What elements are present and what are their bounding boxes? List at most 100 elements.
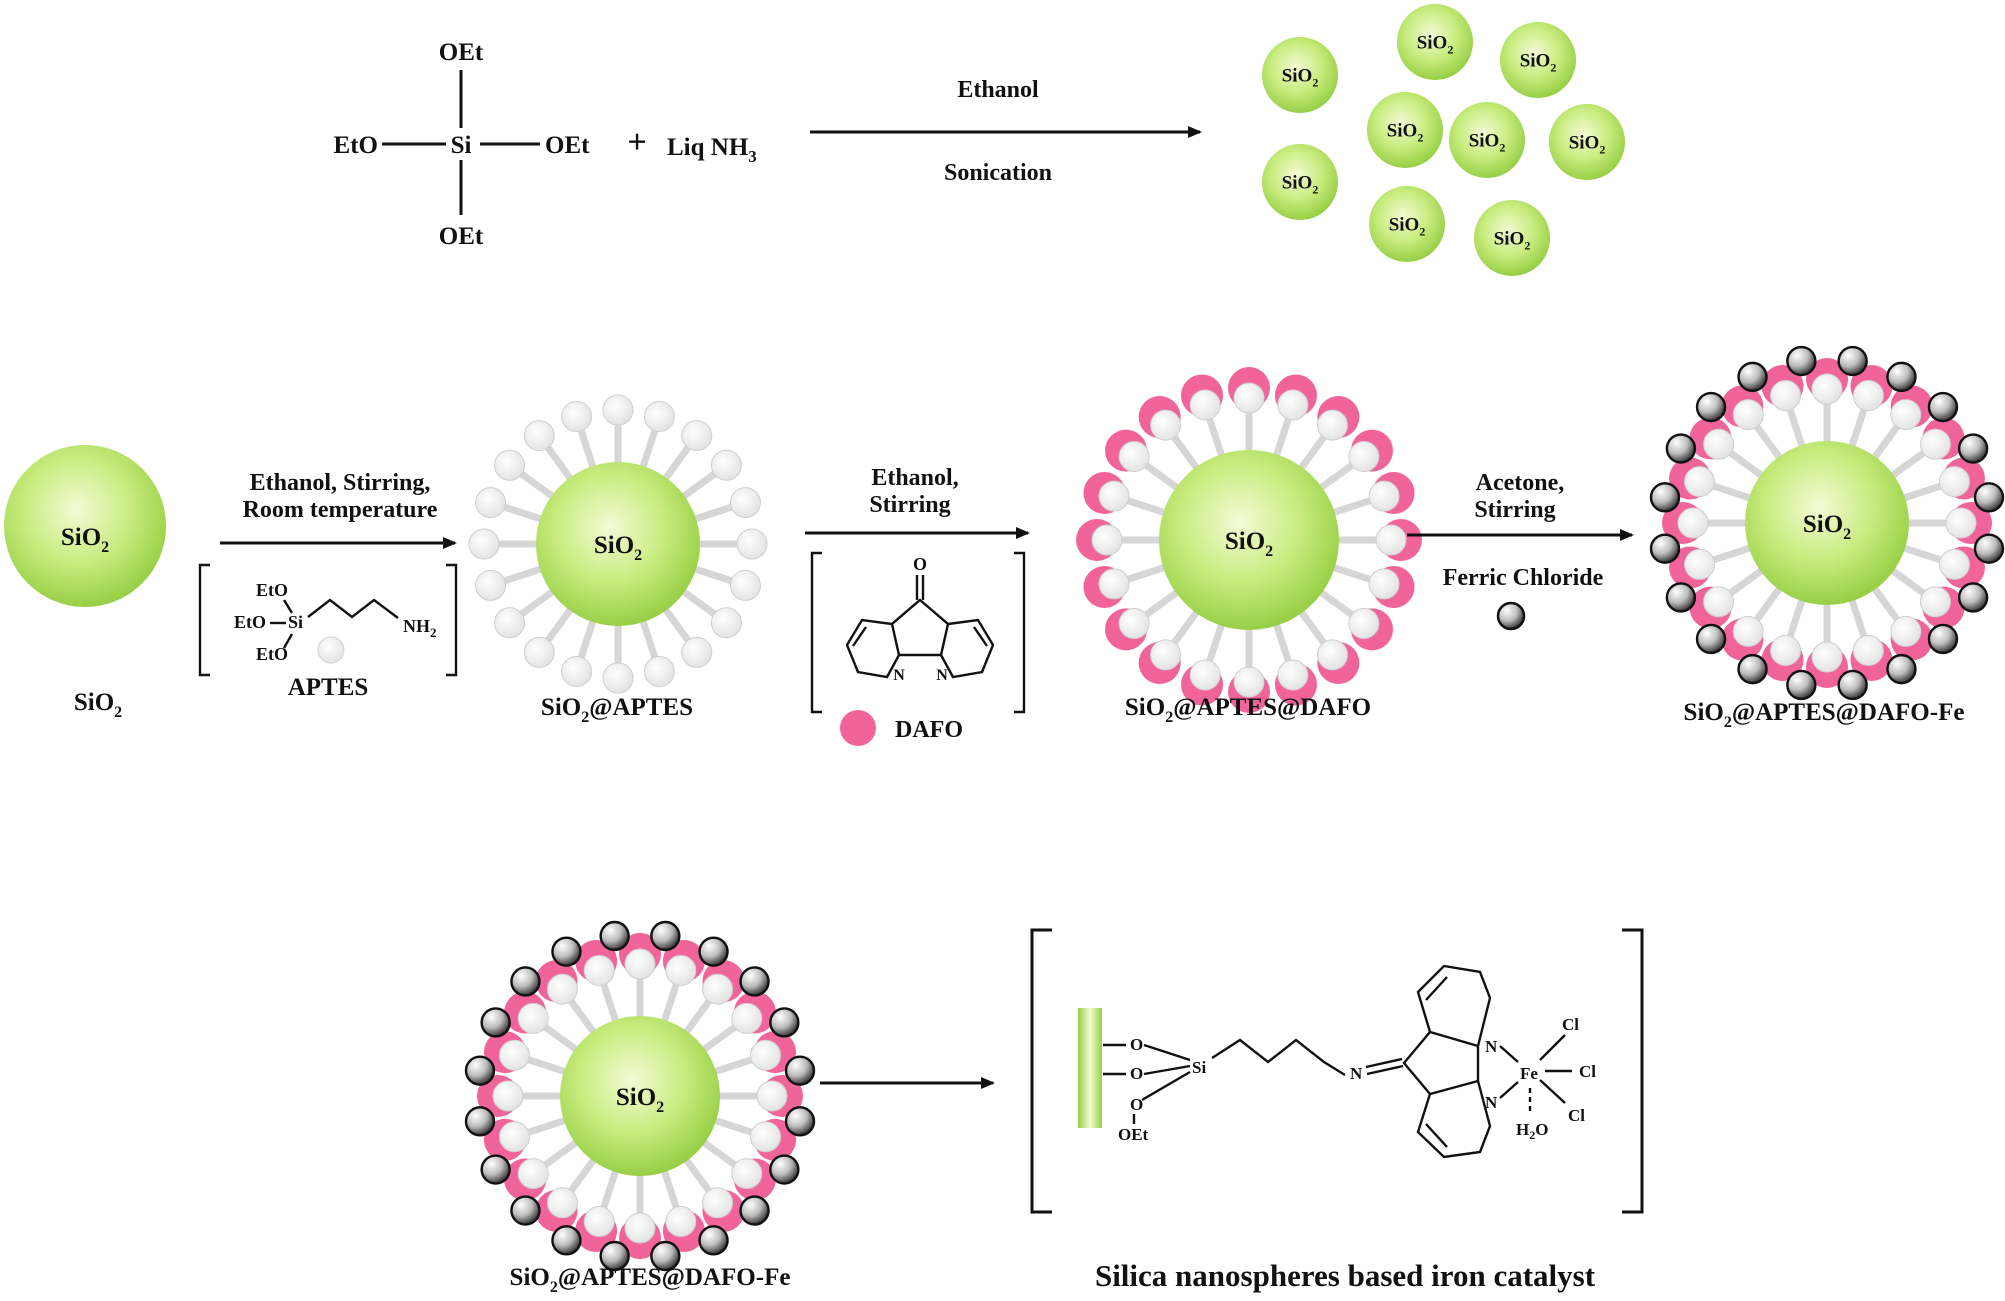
bare-silica-sphere	[4, 445, 166, 607]
silica-aptes-particle: SiO2	[468, 394, 768, 694]
nanosphere-1	[1262, 37, 1338, 113]
chloride-1: Cl	[1562, 1015, 1579, 1034]
iron-site	[480, 1007, 511, 1038]
nanosphere-6	[1549, 104, 1625, 180]
aptes-nh2: NH2	[403, 616, 437, 640]
cond-ethanol-2: Ethanol,	[871, 465, 958, 491]
surface-o-3: O	[1130, 1095, 1143, 1114]
dafo-legend-circle	[840, 710, 876, 746]
aptes-amine-bead	[583, 1206, 615, 1238]
silica-aptes-dafo-fe-caption-2: SiO2@APTES@DAFO-Fe	[510, 1264, 791, 1296]
aptes-amine-bead	[750, 1121, 782, 1153]
iron-site	[1973, 482, 2005, 513]
iron-site	[1957, 582, 1989, 613]
cond-acetone: Acetone,	[1476, 470, 1565, 496]
aptes-amine-bead	[1770, 634, 1802, 666]
aptes-amine-bead	[1316, 409, 1348, 441]
nanosphere-label: SiO2	[1389, 215, 1426, 239]
aptes-amine-bead	[729, 569, 761, 601]
silica-core	[1745, 441, 1909, 605]
aptes-amine-bead	[731, 1158, 763, 1190]
iron-site	[599, 920, 630, 952]
cond-stirring-3: Stirring	[1474, 497, 1555, 523]
iron-site	[1665, 582, 1697, 613]
aptes-amine-bead	[1938, 466, 1970, 498]
aptes-bead-legend	[317, 636, 345, 664]
cond-ferric-chloride: Ferric Chloride	[1443, 565, 1604, 591]
aptes-eto-2: EtO	[234, 612, 266, 632]
linker-si: Si	[1192, 1058, 1206, 1077]
aptes-amine-bead	[702, 1187, 734, 1219]
aptes-amine-bead	[546, 1187, 578, 1219]
cond-sonication: Sonication	[944, 160, 1052, 186]
fluorenylidene-core	[1402, 1030, 1480, 1096]
nanosphere-label: SiO2	[1387, 121, 1424, 145]
catalyst-structure: O O O OEt Si N N N Fe Cl Cl Cl H2O	[1030, 928, 1644, 1214]
aptes-amine-bead	[1703, 428, 1735, 460]
iron-site	[1927, 623, 1959, 655]
iron-site	[1927, 391, 1959, 423]
aptes-amine-bead	[561, 655, 593, 687]
aptes-amine-bead	[1277, 659, 1309, 691]
aptes-amine-bead	[1811, 373, 1843, 405]
aptes-amine-bead	[475, 569, 507, 601]
cond-ethanol-stirring: Ethanol, Stirring,	[250, 470, 431, 496]
aptes-amine-bead	[561, 401, 593, 433]
aptes-amine-bead	[475, 487, 507, 519]
iron-site	[650, 920, 681, 952]
bare-silica-caption: SiO2	[74, 689, 122, 721]
iron-site	[1649, 482, 1681, 513]
aptes-amine-bead	[523, 636, 555, 668]
aptes-amine-bead	[1732, 399, 1764, 431]
aptes-amine-bead	[1732, 615, 1764, 647]
aqua-ligand: H2O	[1516, 1120, 1548, 1142]
silica-aptes-dafo-fe-particle-2: SiO2	[464, 920, 816, 1272]
aptes-amine-bead	[1684, 466, 1716, 498]
silica-core-label: SiO2	[1803, 511, 1851, 543]
aptes-amine-bead	[750, 1039, 782, 1071]
aptes-amine-bead	[1316, 639, 1348, 671]
aptes-amine-bead	[681, 636, 713, 668]
silica-core-label: SiO2	[1225, 528, 1273, 560]
nanosphere-3	[1500, 22, 1576, 98]
aptes-amine-bead	[731, 1002, 763, 1034]
imine-n: N	[1350, 1064, 1363, 1083]
aptes-amine-bead	[710, 449, 742, 481]
chloride-2: Cl	[1579, 1062, 1596, 1081]
aptes-amine-bead	[494, 449, 526, 481]
aptes-amine-bead	[1150, 639, 1182, 671]
nanosphere-7	[1262, 144, 1338, 220]
aptes-amine-bead	[1118, 607, 1150, 639]
iron-site	[650, 1240, 681, 1272]
aptes-amine-bead	[468, 528, 500, 560]
nanosphere-9	[1474, 200, 1550, 276]
aptes-amine-bead	[1938, 548, 1970, 580]
teos-top-oet: OEt	[439, 39, 484, 66]
iron-site	[784, 1106, 816, 1137]
silica-core-label: SiO2	[616, 1084, 664, 1116]
iron-site	[1786, 669, 1817, 701]
aptes-amine-bead	[624, 948, 656, 980]
nanosphere-label: SiO2	[1282, 66, 1319, 90]
silica-aptes-dafo-fe-caption: SiO2@APTES@DAFO-Fe	[1684, 699, 1965, 731]
silica-surface-bar	[1078, 1008, 1102, 1128]
aptes-eto-3: EtO	[256, 644, 288, 664]
iron-site	[551, 936, 582, 967]
aptes-amine-bead	[1811, 641, 1843, 673]
bare-silica: SiO2 SiO2	[4, 445, 166, 721]
aptes-amine-bead	[1375, 524, 1407, 556]
aptes-amine-bead	[1919, 428, 1951, 460]
nanosphere-label: SiO2	[1520, 51, 1557, 75]
dafo-legend-label: DAFO	[895, 717, 963, 743]
nanosphere-8	[1369, 186, 1445, 262]
iron-site	[1886, 653, 1917, 685]
aptes-amine-bead	[494, 607, 526, 639]
aptes-amine-bead	[1368, 480, 1400, 512]
iron-site	[739, 1195, 770, 1226]
fe-legend-circle	[1496, 601, 1526, 631]
aptes-amine-bead	[756, 1080, 788, 1112]
iron-site	[769, 1007, 800, 1038]
nanosphere-label: SiO2	[1417, 33, 1454, 57]
